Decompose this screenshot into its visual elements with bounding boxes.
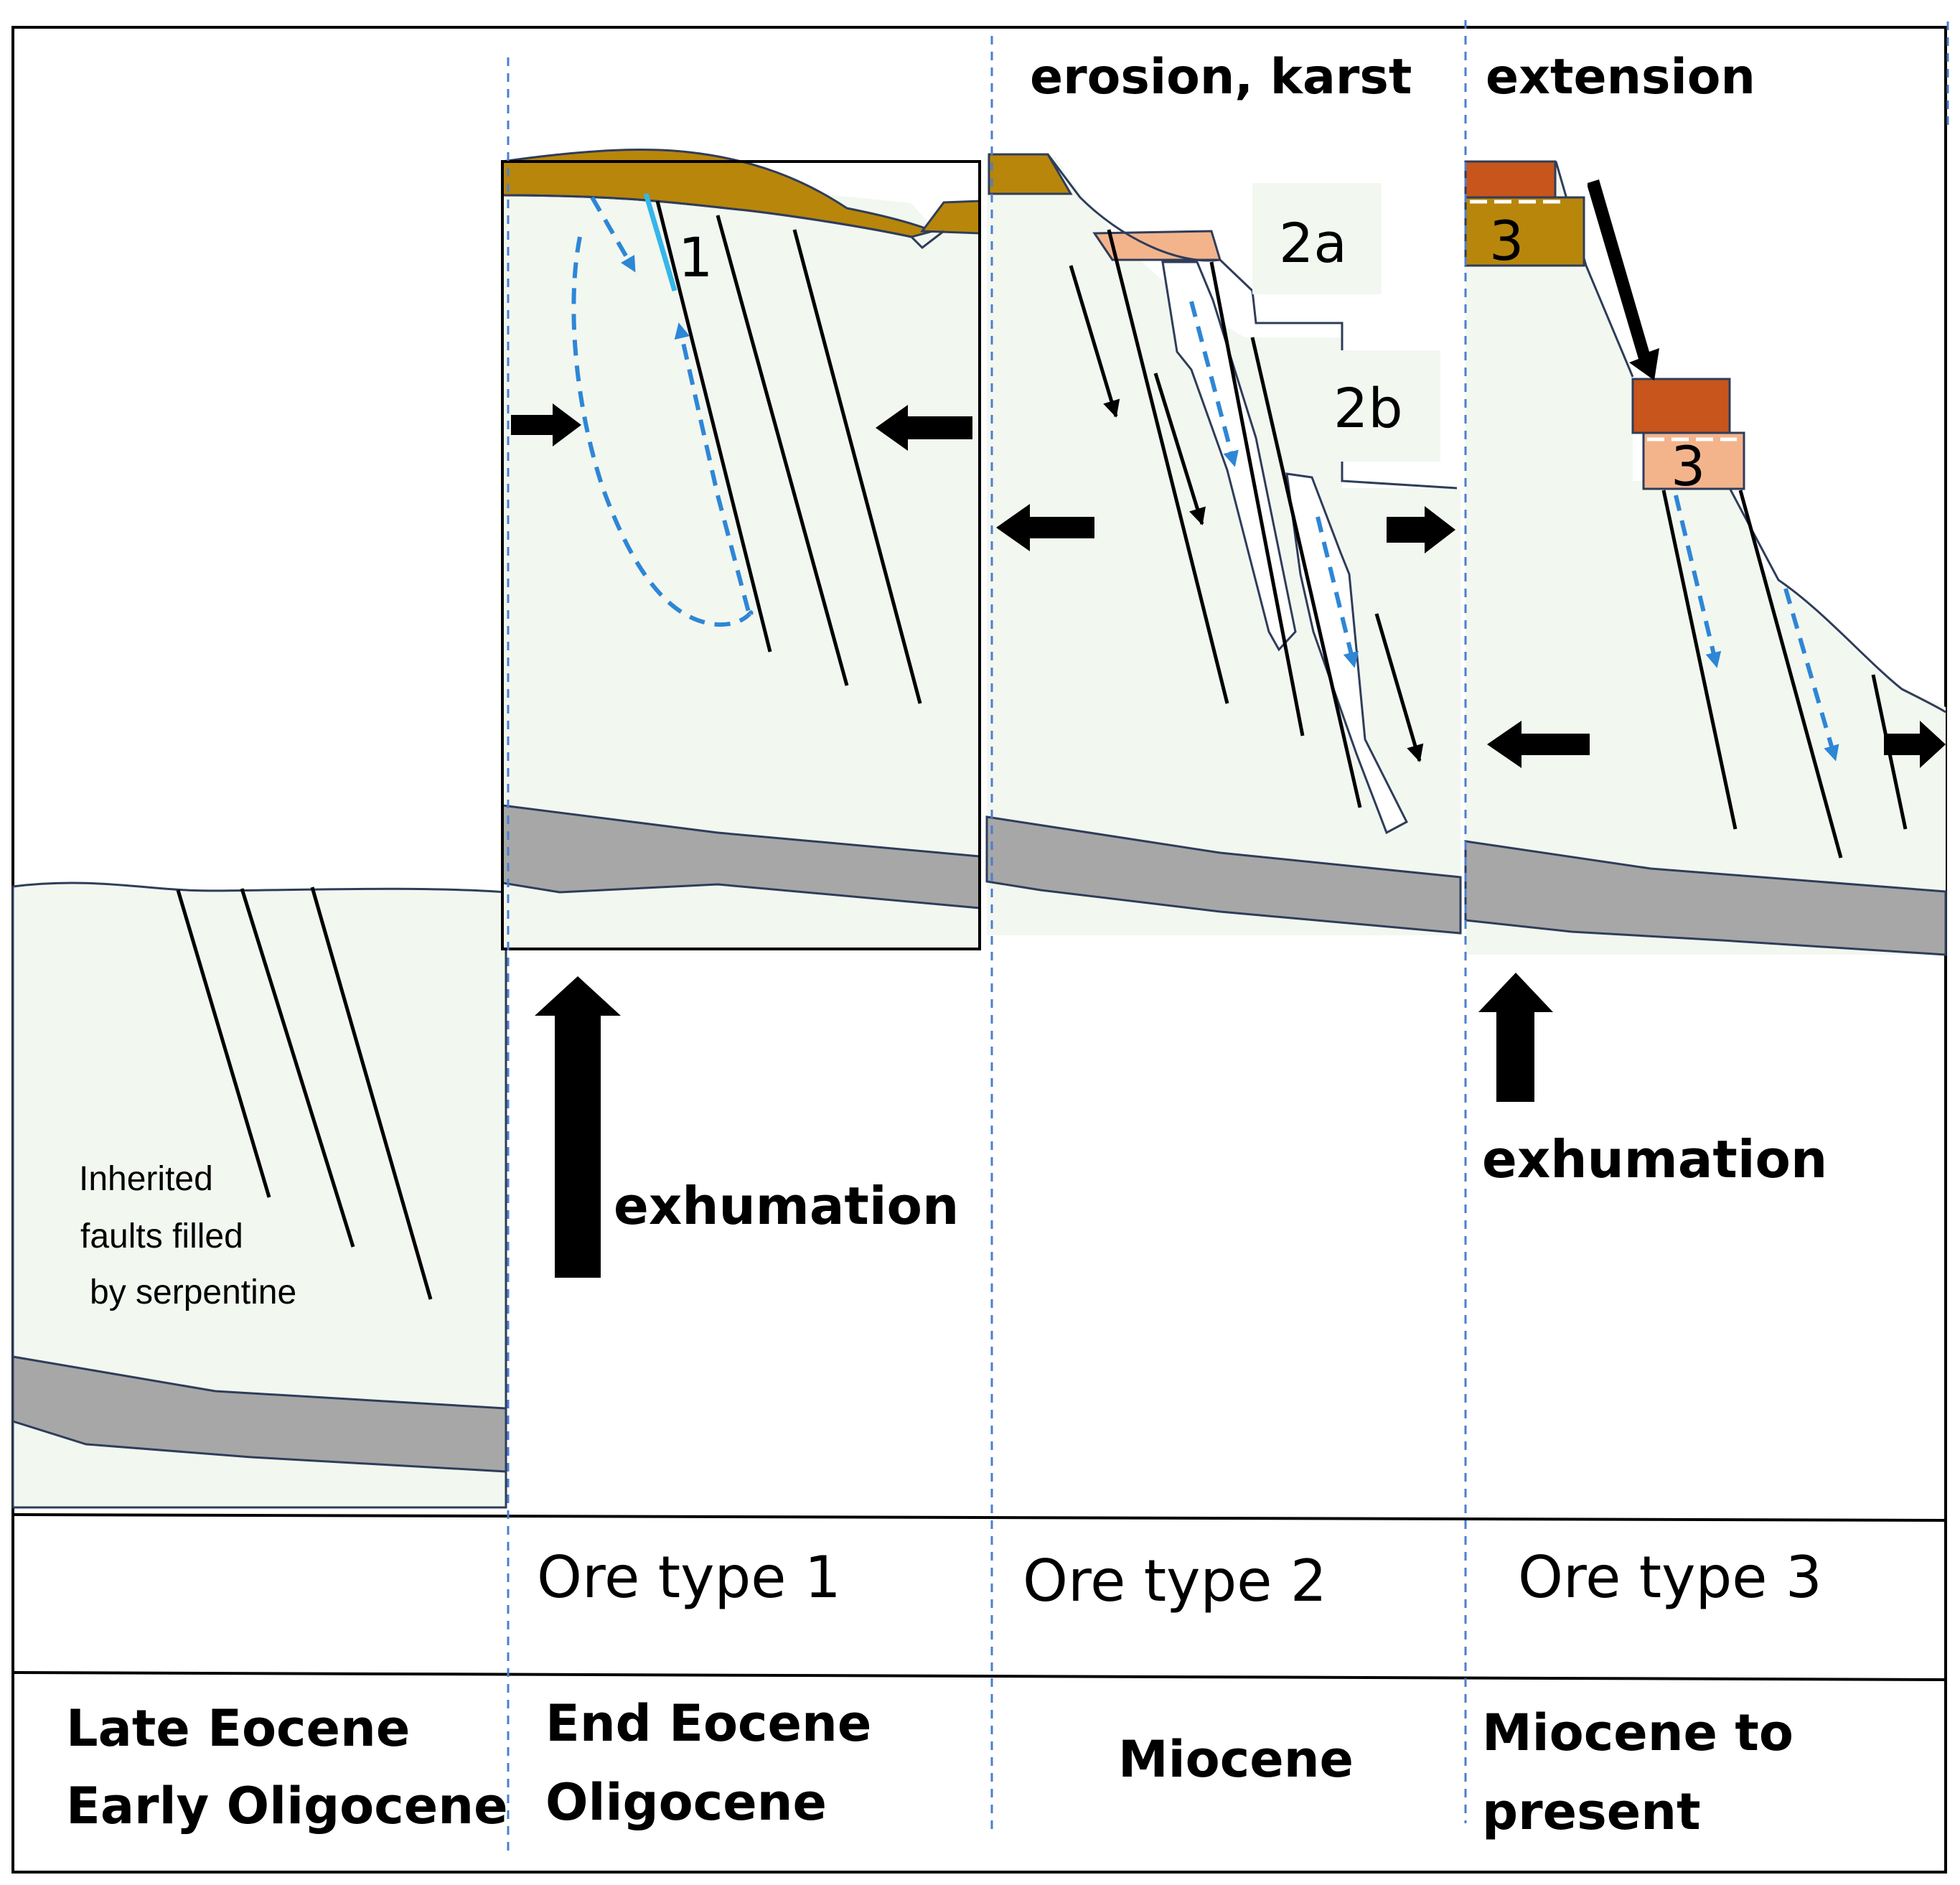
panel-4-cross-section: 3 3 extension	[1464, 49, 1947, 956]
panel-1-cross-section: Inherited faults filled by serpentine	[11, 881, 507, 1509]
panel-4-slide-arrow	[1588, 179, 1659, 380]
period-2-line2: Oligocene	[545, 1773, 827, 1832]
panel-3-gray-band	[985, 815, 1462, 935]
panel-3-slip-arrow-3	[1374, 613, 1424, 762]
panel-1-gray-band	[11, 1355, 507, 1473]
panel-3-fault-3	[1250, 337, 1362, 808]
ore-mark-2a: 2a	[1279, 211, 1347, 275]
panel-3-slip-arrow-1	[1069, 265, 1120, 418]
panel-4-ochre-top	[1464, 196, 1585, 267]
panel-3-ochre-block	[988, 153, 1073, 195]
panel-2-compression-arrow-left	[511, 403, 581, 446]
panel-2-surface	[502, 194, 944, 249]
panel-1-fault-3	[310, 887, 433, 1300]
panel-2-compression-arrow-right	[876, 405, 972, 451]
panel-2-cross-section: 1	[501, 149, 981, 950]
panel-4-fluid-2	[1783, 588, 1839, 762]
panel-4-gray-band	[1464, 840, 1947, 956]
panel-4-peach-bottom	[1642, 431, 1745, 490]
panel-2-ochre-right	[920, 200, 981, 235]
period-3-line1: Miocene	[1118, 1730, 1354, 1789]
period-4-line1: Miocene to	[1482, 1703, 1793, 1762]
panel-2-frame	[501, 160, 981, 950]
panel-1-fault-2	[240, 888, 355, 1248]
panel-4-fault-1	[1661, 490, 1738, 830]
panel-3-fault-1	[1107, 229, 1229, 704]
ore-mark-2a-box	[1252, 183, 1382, 294]
exhumation-arrow-right	[1478, 973, 1553, 1102]
panel-4-fluid-1	[1674, 495, 1722, 668]
panel-4-fault-2	[1738, 490, 1843, 859]
label-exhumation-left: exhumation	[614, 1176, 959, 1236]
panel-2-gray-band	[501, 804, 981, 909]
ore-mark-3-bottom: 3	[1671, 434, 1705, 498]
period-2-line1: End Eocene	[545, 1694, 871, 1753]
inherited-faults-label-line2: faults filled	[80, 1217, 243, 1255]
panel-3-extension-arrow-left	[996, 504, 1094, 551]
ore-mark-3-top: 3	[1489, 209, 1524, 273]
panel-4-orange-bottom	[1631, 378, 1731, 434]
ore-type-2: Ore type 2	[1023, 1548, 1327, 1614]
panel-4-extension-arrow-left	[1487, 721, 1590, 768]
ore-type-3: Ore type 3	[1518, 1544, 1822, 1611]
panel-2-vein-1	[643, 193, 677, 291]
panel-2-fault-3	[792, 229, 922, 704]
panel-3-cross-section: 2a 2b erosion, karst	[985, 49, 1462, 935]
ore-mark-1: 1	[678, 225, 713, 289]
panel-2-fluid-down	[590, 196, 636, 273]
panel-2-rock	[502, 162, 980, 949]
ore-type-1: Ore type 1	[537, 1544, 841, 1611]
row-divider-period	[12, 1671, 1946, 1681]
period-1-line2: Early Oligocene	[66, 1777, 508, 1835]
panel-2-fault-2	[716, 215, 849, 686]
period-4-line2: present	[1482, 1782, 1701, 1841]
panel-4-orange-top	[1464, 160, 1557, 199]
panel-4-extension-arrow-right	[1884, 721, 1946, 768]
panel-2-fluid-loop	[571, 236, 754, 627]
ore-mark-2b: 2b	[1333, 376, 1403, 440]
inherited-faults-label-line1: Inherited	[79, 1160, 213, 1198]
row-divider-ore	[12, 1513, 1946, 1522]
panel-2-fault-1	[655, 200, 772, 652]
inherited-faults-label-line3: by serpentine	[90, 1273, 296, 1311]
panel-1-fault-1	[176, 889, 271, 1198]
panel-1-rock	[11, 881, 507, 1509]
panel-3-extension-arrow-right	[1387, 506, 1455, 553]
panel-4-surface	[1555, 161, 1946, 714]
exhumation-arrow-left	[535, 976, 621, 1278]
panel-4-rock	[1466, 162, 1946, 955]
panel-3-slip-arrow-2	[1153, 373, 1206, 525]
label-exhumation-right: exhumation	[1482, 1129, 1827, 1189]
label-erosion-karst: erosion, karst	[1030, 49, 1412, 106]
period-1-line1: Late Eocene	[66, 1699, 410, 1758]
label-extension: extension	[1486, 49, 1755, 106]
ore-mark-2b-box	[1308, 350, 1440, 462]
panel-3-fluid-2a	[1189, 301, 1239, 467]
panel-3-fault-2	[1209, 261, 1305, 736]
